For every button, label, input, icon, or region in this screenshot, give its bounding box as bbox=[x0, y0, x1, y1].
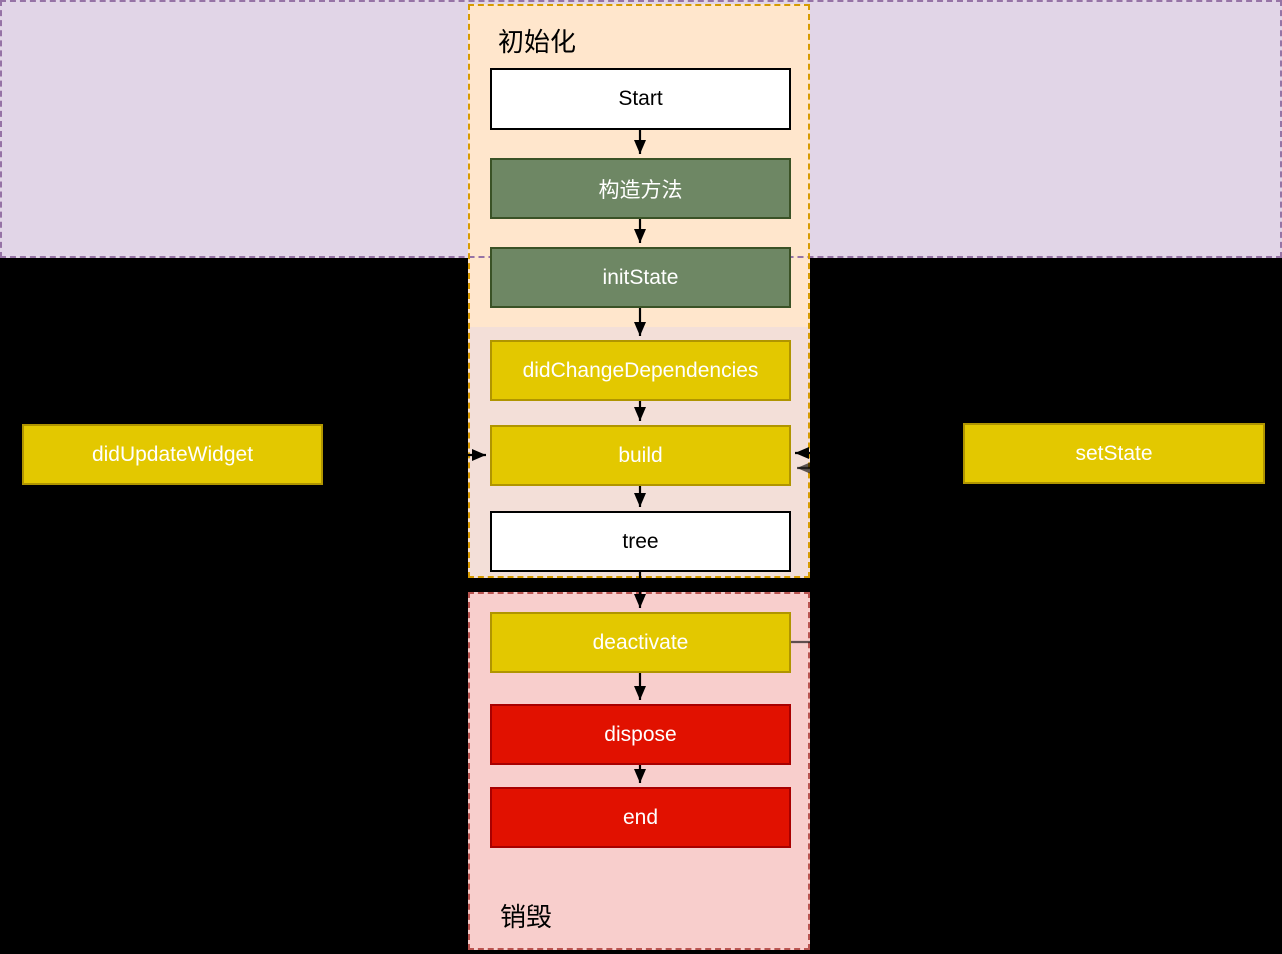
node-deactivate: deactivate bbox=[490, 612, 791, 673]
node-init-state: initState bbox=[490, 247, 791, 308]
node-build: build bbox=[490, 425, 791, 486]
node-start-label: Start bbox=[618, 87, 663, 110]
destroy-section-label: 销毁 bbox=[500, 902, 553, 932]
node-end-label: end bbox=[622, 805, 659, 829]
init-section-label: 初始化 bbox=[498, 27, 577, 57]
node-did-change-dependencies-label: didChangeDependencies bbox=[522, 358, 759, 382]
node-start: Start bbox=[490, 68, 791, 130]
node-tree: tree bbox=[490, 511, 791, 572]
node-build-label: build bbox=[618, 443, 663, 467]
node-end: end bbox=[490, 787, 791, 848]
node-init-state-label: initState bbox=[602, 265, 679, 289]
node-tree-label: tree bbox=[622, 529, 659, 553]
node-dispose: dispose bbox=[490, 704, 791, 765]
node-set-state-label: setState bbox=[1075, 441, 1153, 465]
update-section-label: 更新 bbox=[34, 526, 87, 556]
node-constructor-method: 构造方法 bbox=[490, 158, 791, 219]
node-dispose-label: dispose bbox=[604, 722, 677, 746]
node-deactivate-label: deactivate bbox=[592, 630, 689, 654]
node-did-change-dependencies: didChangeDependencies bbox=[490, 340, 791, 401]
node-did-update-widget: didUpdateWidget bbox=[22, 424, 323, 485]
node-constructor-method-label: 构造方法 bbox=[598, 178, 683, 202]
node-set-state: setState bbox=[963, 423, 1265, 484]
node-did-update-widget-label: didUpdateWidget bbox=[91, 442, 254, 466]
